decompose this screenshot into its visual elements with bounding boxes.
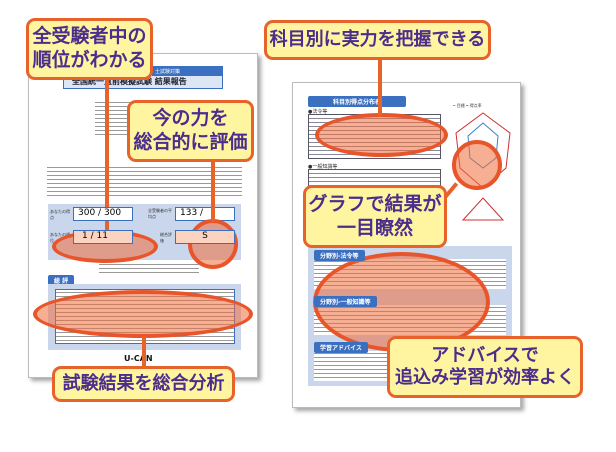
callout-advice-line1: アドバイスで xyxy=(431,344,539,366)
callout-rank-line2: 順位がわかる xyxy=(32,49,147,71)
score-max: 300 xyxy=(103,208,122,218)
connector-eval xyxy=(211,160,215,222)
table1-label: ●法令等 xyxy=(308,109,328,115)
callout-evaluate: 今の力を 総合的に評価 xyxy=(127,100,254,162)
callout-graph: グラフで結果が 一目瞭然 xyxy=(303,185,447,248)
legend-rate: 得点率 xyxy=(469,103,482,108)
report-title: 全国統一直前模擬試験 結果報告 xyxy=(72,77,187,86)
radar-lower xyxy=(461,197,505,221)
panel-header-advice: 学習アドバイス xyxy=(314,342,368,353)
callout-subjects: 科目別に実力を把握できる xyxy=(264,20,491,60)
callout-evaluate-line2: 総合的に評価 xyxy=(133,131,248,153)
score-value: 300 / 300 xyxy=(73,207,133,221)
callout-graph-line1: グラフで結果が xyxy=(308,192,442,215)
connector-subjects xyxy=(378,58,382,116)
panel-header-general: 分野別-一般知識等 xyxy=(314,296,377,307)
rank-total: 11 xyxy=(96,231,108,241)
legend-target: 目標 xyxy=(456,103,465,108)
callout-evaluate-line1: 今の力を xyxy=(152,107,229,130)
avg-value: 133 / xyxy=(175,207,235,221)
grade-legend xyxy=(99,262,199,274)
avg-label: 全受験者の平均点 xyxy=(148,208,172,219)
panel-header-law: 分野別-法令等 xyxy=(314,250,365,261)
avg: 133 xyxy=(180,208,198,218)
connector-rank xyxy=(105,78,109,233)
highlight-radar xyxy=(452,140,502,190)
callout-advice-line2: 追込み学習が効率よく xyxy=(395,367,575,388)
rank: 1 xyxy=(82,231,88,241)
section-title: 科目別得点分布表 xyxy=(308,96,406,107)
callout-analysis: 試験結果を総合分析 xyxy=(52,366,235,402)
highlight-table xyxy=(315,113,448,157)
rank-value: 1 / 11 xyxy=(73,230,133,244)
brand-logo: U-CAN xyxy=(124,354,153,363)
callout-rank-line1: 全受験者中の xyxy=(32,25,147,48)
highlight-eval xyxy=(188,219,238,269)
rank-label: あなたの順位 xyxy=(50,232,70,243)
connector-analysis xyxy=(142,336,146,368)
table2-label: ●一般知識等 xyxy=(308,164,338,170)
intro-text xyxy=(47,165,242,199)
score-label: あなたの得点 xyxy=(50,209,70,220)
review-label: 総 評 xyxy=(48,275,75,286)
score: 300 xyxy=(78,208,96,218)
callout-rank: 全受験者中の 順位がわかる xyxy=(26,18,153,80)
header-label: 士試験対策 xyxy=(152,67,222,76)
highlight-review xyxy=(33,290,253,338)
eval-label: 総合評価 xyxy=(160,232,172,243)
chart-legend: ━ 目標 ━ 得点率 xyxy=(453,103,482,108)
callout-advice: アドバイスで 追込み学習が効率よく xyxy=(387,336,583,398)
eval-value: S xyxy=(175,230,235,244)
callout-graph-line2: 一目瞭然 xyxy=(336,216,413,239)
